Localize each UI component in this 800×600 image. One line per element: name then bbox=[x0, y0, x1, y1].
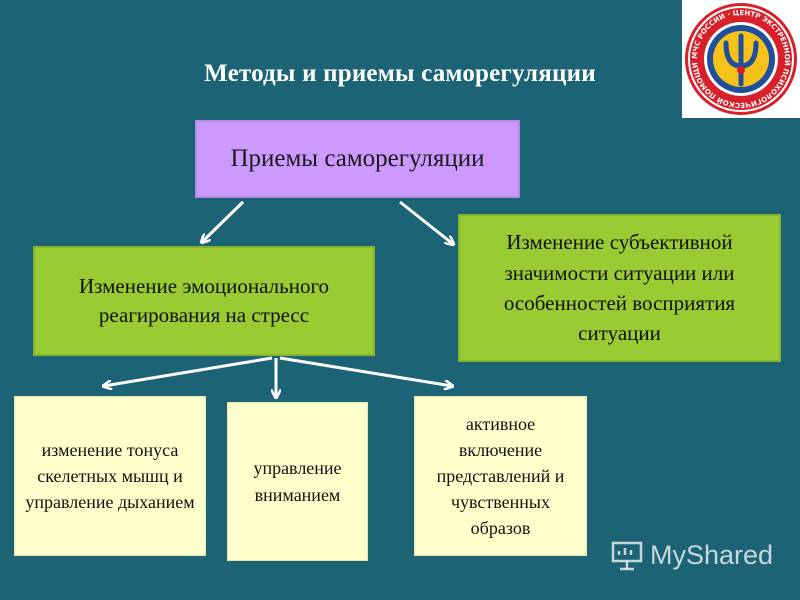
arrow-root-to-right bbox=[399, 200, 453, 244]
presentation-board-icon bbox=[611, 541, 643, 571]
arrow-left-to-leaf-1 bbox=[104, 356, 273, 386]
leaf-node-muscle-tone: изменение тонуса скелетных мышц и управл… bbox=[14, 396, 206, 556]
leaf-node-attention: управление вниманием bbox=[227, 402, 368, 561]
slide-title: Методы и приемы саморегуляции bbox=[204, 60, 596, 87]
mchs-logo: МЧС РОССИИ · ЦЕНТР ЭКСТРЕННОЙ ПСИХОЛОГИЧ… bbox=[682, 0, 800, 118]
leaf-node-imagery: активное включение представлений и чувст… bbox=[414, 396, 587, 556]
root-node-label: Приемы саморегуляции bbox=[230, 145, 485, 173]
branch-node-label: Изменение эмоционального реагирования на… bbox=[78, 273, 330, 327]
myshared-watermark: MyShared bbox=[610, 535, 773, 575]
leaf-node-label: изменение тонуса скелетных мышц и управл… bbox=[25, 439, 195, 513]
leaf-node-label: активное включение представлений и чувст… bbox=[436, 413, 565, 539]
psi-emblem-icon: МЧС РОССИИ · ЦЕНТР ЭКСТРЕННОЙ ПСИХОЛОГИЧ… bbox=[685, 3, 797, 115]
branch-node-perception: Изменение субъективной значимости ситуац… bbox=[458, 214, 781, 362]
branch-node-label: Изменение субъективной значимости ситуац… bbox=[503, 230, 736, 346]
branch-node-emotional: Изменение эмоционального реагирования на… bbox=[33, 246, 375, 356]
root-node: Приемы саморегуляции bbox=[195, 120, 520, 198]
leaf-node-label: управление вниманием bbox=[253, 458, 342, 505]
arrow-root-to-left bbox=[202, 200, 245, 242]
watermark-text: MyShared bbox=[650, 539, 774, 570]
arrow-left-to-leaf-3 bbox=[279, 356, 452, 386]
